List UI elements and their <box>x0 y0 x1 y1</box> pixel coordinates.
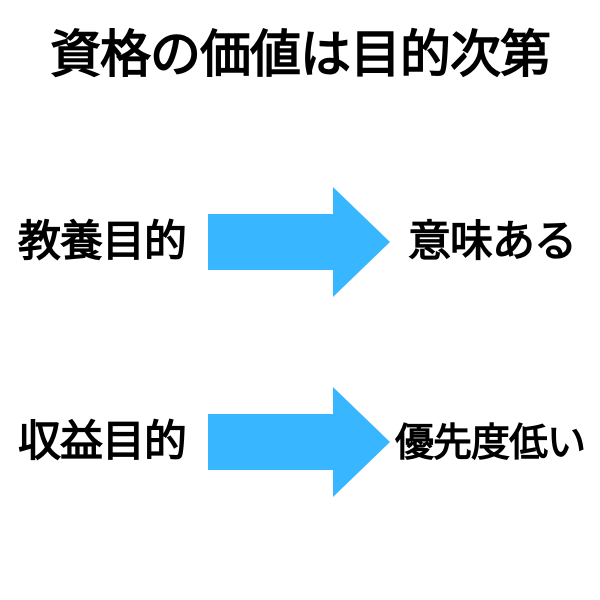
right-arrow-icon <box>208 387 390 497</box>
row2-result-label: 優先度低い <box>395 421 586 466</box>
row1-result-label: 意味ある <box>408 217 577 267</box>
right-arrow-icon <box>208 187 390 297</box>
row1-source-label: 教養目的 <box>18 217 187 267</box>
diagram-title: 資格の価値は目的次第 <box>49 26 551 85</box>
right-arrow-shape <box>208 387 390 497</box>
right-arrow-shape <box>208 187 390 297</box>
row2-source-label: 収益目的 <box>18 417 187 467</box>
